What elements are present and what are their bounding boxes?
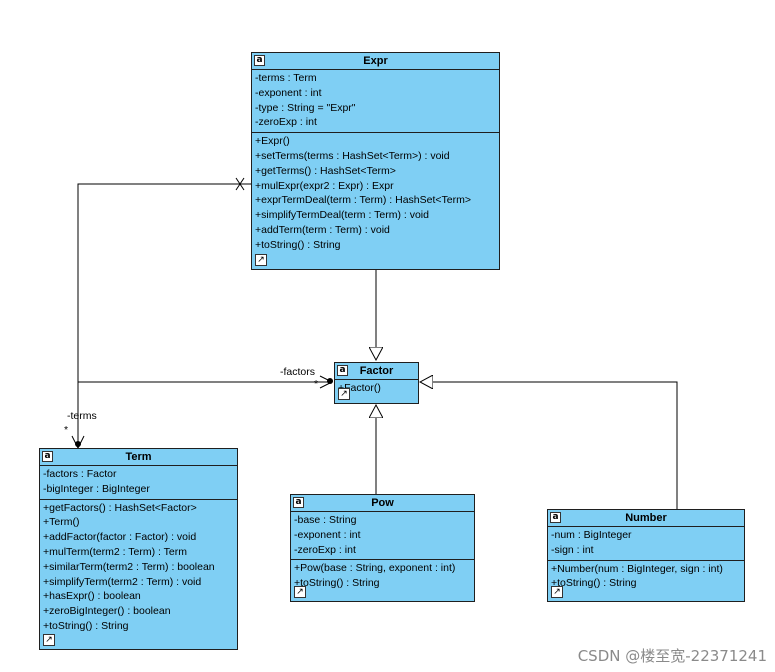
operation: +mulExpr(expr2 : Expr) : Expr [255,179,394,192]
operation: +getTerms() : HashSet<Term> [255,164,396,177]
operation: +addTerm(term : Term) : void [255,223,390,236]
operation: +toString() : String [43,619,129,632]
class-number-name: Number [625,512,667,524]
class-number[interactable]: a Number -num : BigInteger -sign : int +… [547,509,745,602]
operation: +addFactor(factor : Factor) : void [43,531,197,544]
ownership-dot-factor [327,378,333,384]
multiplicity-terms: * [64,424,69,436]
shortcut-arrow-icon[interactable]: ↗ [255,254,267,266]
role-label-terms: -terms [67,410,97,422]
class-icon: a [42,451,53,462]
class-icon: a [337,365,348,376]
class-factor-header: a Factor [335,363,418,380]
class-term[interactable]: a Term -factors : Factor -bigInteger : B… [39,448,238,650]
class-factor[interactable]: a Factor +Factor() ↗ [334,362,419,404]
attribute: -exponent : int [255,86,322,99]
class-pow[interactable]: a Pow -base : String -exponent : int -ze… [290,494,475,602]
attribute: -factors : Factor [43,468,117,480]
attribute: -bigInteger : BigInteger [43,482,150,495]
class-term-attributes: -factors : Factor -bigInteger : BigInteg… [40,466,237,500]
operation: +toString() : String [551,577,637,590]
attribute: -exponent : int [294,528,361,541]
attribute: -base : String [294,514,357,526]
attribute: -type : String = "Expr" [255,101,356,114]
class-icon: a [550,512,561,523]
operation: +similarTerm(term2 : Term) : boolean [43,560,215,573]
role-label-factors: -factors [280,366,316,378]
class-term-name: Term [125,451,152,463]
class-icon: a [254,55,265,66]
shortcut-arrow-icon[interactable]: ↗ [338,388,350,400]
shortcut-arrow-icon[interactable]: ↗ [43,634,55,646]
ownership-dot-term [75,441,81,447]
class-pow-attributes: -base : String -exponent : int -zeroExp … [291,512,474,561]
class-expr-attributes: -terms : Term -exponent : int -type : St… [252,70,499,134]
class-pow-operations: +Pow(base : String, exponent : int) +toS… [291,560,474,593]
class-expr[interactable]: a Expr -terms : Term -exponent : int -ty… [251,52,500,270]
operation: +exprTermDeal(term : Term) : HashSet<Ter… [255,194,471,207]
attribute: -sign : int [551,543,594,556]
class-expr-header: a Expr [252,53,499,70]
class-pow-header: a Pow [291,495,474,512]
class-term-header: a Term [40,449,237,466]
operation: +getFactors() : HashSet<Factor> [43,501,197,514]
operation: +setTerms(terms : HashSet<Term>) : void [255,149,450,162]
operation: +Term() [43,516,80,529]
operation: +zeroBigInteger() : boolean [43,605,171,618]
multiplicity-factors: * [314,378,319,390]
class-expr-operations: +Expr() +setTerms(terms : HashSet<Term>)… [252,133,499,254]
class-icon: a [293,497,304,508]
operation: +simplifyTermDeal(term : Term) : void [255,209,429,222]
class-number-operations: +Number(num : BigInteger, sign : int) +t… [548,561,744,594]
watermark: CSDN @楼至宽-22371241 [577,647,767,665]
class-expr-name: Expr [363,55,388,67]
shortcut-arrow-icon[interactable]: ↗ [294,586,306,598]
attribute: -zeroExp : int [294,543,356,556]
operation: +hasExpr() : boolean [43,590,141,603]
operation: +mulTerm(term2 : Term) : Term [43,545,188,558]
operation: +Number(num : BigInteger, sign : int) [551,562,723,575]
operation: +toString() : String [255,238,341,251]
class-number-attributes: -num : BigInteger -sign : int [548,527,744,561]
class-pow-name: Pow [371,497,394,509]
generalization-number-factor [420,382,678,509]
class-term-operations: +getFactors() : HashSet<Factor> +Term() … [40,500,237,636]
shortcut-arrow-icon[interactable]: ↗ [551,586,563,598]
attribute: -terms : Term [255,72,317,84]
operation: +simplifyTerm(term2 : Term) : void [43,575,202,588]
operation: +toString() : String [294,577,380,590]
class-factor-name: Factor [359,365,394,377]
attribute: -zeroExp : int [255,116,317,129]
association-expr-terms [77,183,251,448]
class-number-header: a Number [548,510,744,527]
operation: +Expr() [255,135,290,148]
operation: +Pow(base : String, exponent : int) [294,562,456,575]
attribute: -num : BigInteger [551,529,632,541]
